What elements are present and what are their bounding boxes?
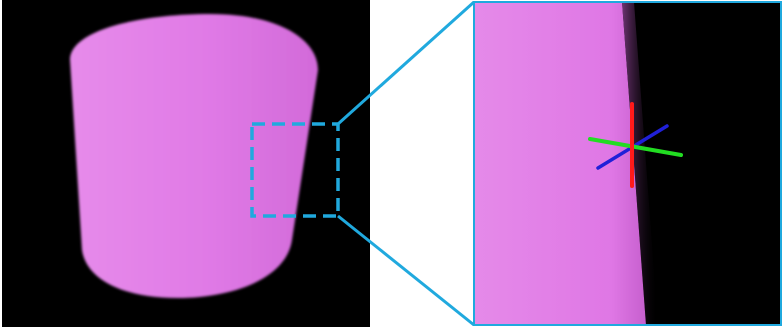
connector-line-top: [336, 0, 476, 126]
zoomed-surface: [474, 2, 646, 325]
zoom-region-box: [250, 122, 340, 218]
axis-triad: [588, 102, 683, 188]
right-panel-frame: [473, 1, 782, 326]
zoomed-edge-falloff: [622, 2, 658, 325]
cylinder-render: [70, 14, 318, 298]
connector-line-bottom: [337, 214, 475, 327]
cylinder-body: [70, 14, 318, 298]
axis-y-line: [588, 137, 683, 157]
